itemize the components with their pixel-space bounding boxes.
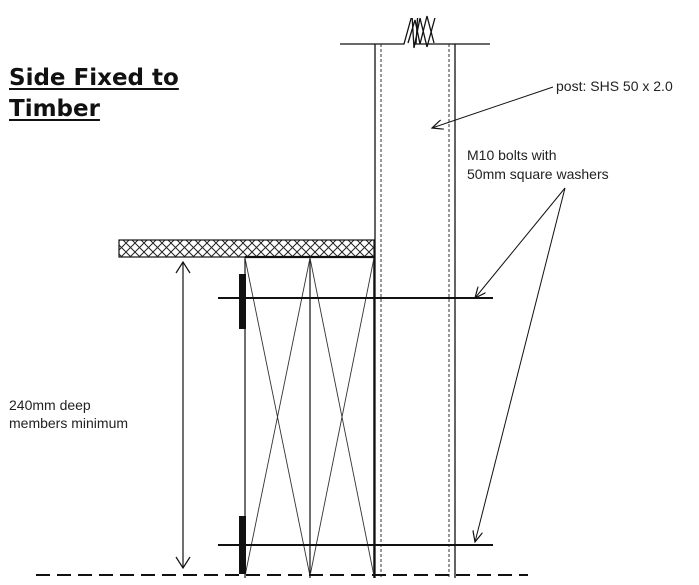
- title-line-2: Timber: [9, 96, 100, 122]
- diagram-title: Side Fixed to Timber: [9, 63, 179, 125]
- bolts-label-line-1: M10 bolts with: [467, 147, 557, 163]
- depth-dimension-arrow: [175, 260, 191, 570]
- timber-members: [244, 255, 375, 578]
- bolt-bottom-leader-arrow: [475, 187, 566, 542]
- post-leader-arrow: [432, 86, 554, 128]
- depth-label-line-1: 240mm deep: [9, 397, 91, 413]
- bolt-top-leader-arrow: [475, 187, 566, 298]
- post-break-line: [340, 8, 490, 49]
- bolts-label-line-2: 50mm square washers: [467, 166, 609, 182]
- depth-label-line-2: members minimum: [9, 415, 129, 431]
- post-label: post: SHS 50 x 2.0: [556, 78, 673, 94]
- title-line-1: Side Fixed to: [9, 65, 179, 91]
- decking-board: [118, 239, 375, 258]
- washer-top: [239, 274, 246, 329]
